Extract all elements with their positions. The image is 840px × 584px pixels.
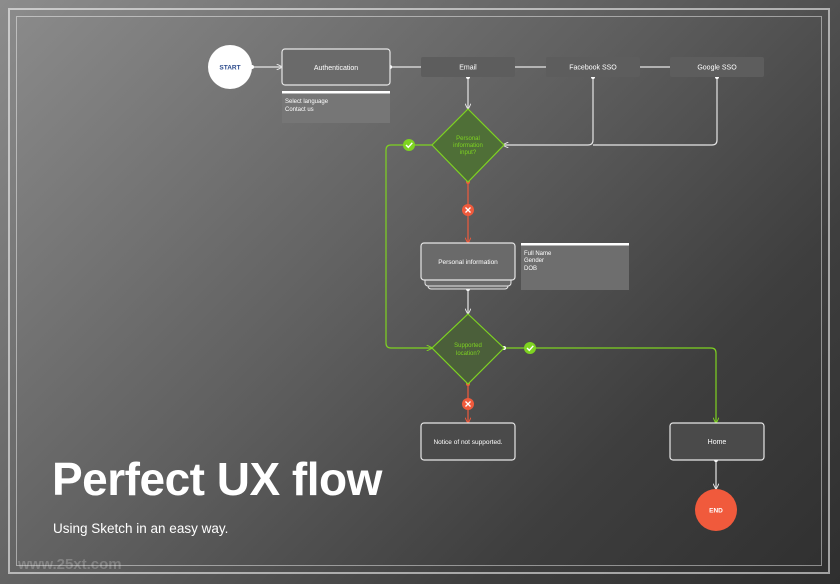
personal-field-label: Gender: [524, 258, 544, 264]
connector-decision1-yes: [385, 144, 432, 348]
connector-facebook-decision: [503, 77, 594, 145]
notice-not-supported-node: Notice of not supported.: [420, 422, 516, 461]
auth-option-label: Select language: [285, 99, 329, 105]
supported-location-decision: Supported location?: [431, 313, 505, 385]
decision-line: Personal: [456, 136, 480, 142]
decision-line: Supported: [454, 343, 482, 349]
decision-line: location?: [456, 351, 481, 357]
start-label: START: [219, 65, 240, 72]
start-node: START: [208, 45, 252, 89]
google-sso-label: Google SSO: [697, 65, 737, 72]
authentication-label: Authentication: [314, 65, 358, 72]
inner-frame: [16, 16, 822, 566]
check-icon: [403, 139, 415, 151]
end-label: END: [709, 508, 723, 515]
personal-information-label: Personal information: [438, 259, 498, 266]
subline: Using Sketch in an easy way.: [53, 521, 229, 536]
decision-line: information: [453, 143, 483, 149]
facebook-sso-label: Facebook SSO: [569, 65, 617, 72]
email-label: Email: [459, 65, 477, 72]
home-node: Home: [669, 422, 765, 461]
auth-options-note: Select language Contact us: [282, 91, 390, 123]
check-icon: [524, 342, 536, 354]
cross-icon: [462, 204, 474, 216]
google-sso-node: Google SSO: [670, 57, 764, 77]
end-node: END: [695, 489, 737, 531]
personal-fields-note: Full Name Gender DOB: [521, 243, 629, 290]
personal-field-label: Full Name: [524, 251, 552, 257]
personal-info-decision: Personal information input?: [431, 108, 505, 183]
authentication-node: Authentication: [281, 48, 391, 86]
headline: Perfect UX flow: [52, 453, 382, 505]
personal-information-node: Personal information: [420, 242, 516, 290]
auth-option-label: Contact us: [285, 107, 314, 113]
email-node: Email: [421, 57, 515, 77]
watermark: www.25xt.com: [18, 556, 122, 573]
personal-field-label: DOB: [524, 266, 537, 272]
home-label: Home: [708, 439, 727, 446]
connector-google-decision: [593, 77, 718, 146]
outer-frame: [8, 8, 830, 574]
facebook-sso-node: Facebook SSO: [546, 57, 640, 77]
notice-label: Notice of not supported.: [433, 439, 502, 446]
cross-icon: [462, 398, 474, 410]
connector-decision2-yes: [504, 347, 716, 423]
decision-line: input?: [460, 150, 477, 156]
